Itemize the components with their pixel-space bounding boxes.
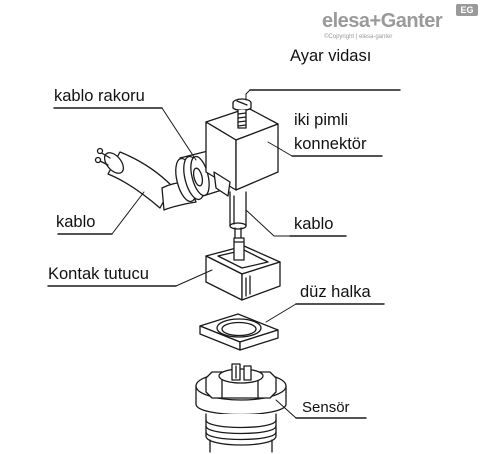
- sensor-part: [195, 363, 287, 453]
- adjusting-screw-part: [232, 98, 252, 129]
- label-adjusting-screw: Ayar vidası: [290, 47, 372, 65]
- label-connector-line1: iki pimli: [294, 111, 349, 129]
- brand-logo: elesa+Ganter EG ©Copyright | elesa-gante…: [322, 4, 482, 46]
- label-cable-right: kablo: [294, 215, 334, 233]
- leader-flat-ring: [265, 303, 381, 323]
- leader-adjusting-screw: [245, 89, 251, 101]
- brand-badge: EG: [456, 4, 478, 16]
- label-flat-ring: düz halka: [300, 283, 371, 301]
- leader-cable-gland: [53, 107, 197, 161]
- label-cable-left: kablo: [56, 213, 96, 231]
- leader-cable-right: [245, 209, 291, 237]
- cable-right-part: [229, 191, 247, 241]
- brand-copyright: ©Copyright | elesa-ganter: [324, 34, 393, 40]
- label-contact-holder: Kontak tutucu: [48, 265, 149, 283]
- brand-name: elesa+Ganter: [322, 10, 443, 32]
- label-sensor: Sensör: [302, 399, 350, 416]
- label-connector-line2: konnektör: [294, 135, 367, 153]
- label-cable-gland: kablo rakoru: [54, 87, 145, 105]
- flat-ring-part: [199, 313, 279, 351]
- contact-holder-part: [205, 237, 281, 301]
- leader-lines: [47, 89, 401, 419]
